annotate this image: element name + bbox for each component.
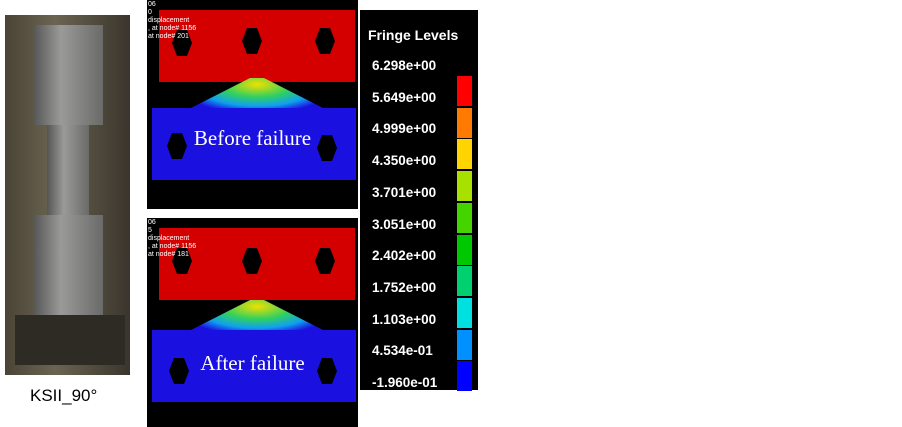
- legend-swatch: [457, 297, 472, 328]
- hole-icon: [169, 358, 189, 384]
- hole-icon: [172, 30, 192, 56]
- specimen-notch: [47, 125, 89, 215]
- legend-swatch: [457, 234, 472, 265]
- hole-icon: [315, 248, 335, 274]
- panel-label: Before failure: [193, 126, 312, 150]
- panel-label: After failure: [200, 351, 305, 375]
- fixture-base: [15, 315, 125, 365]
- legend-level: 1.103e+00: [372, 311, 437, 327]
- legend-level: 2.402e+00: [372, 248, 437, 264]
- photo-caption: KSII_90°: [30, 386, 98, 405]
- hole-icon: [242, 248, 262, 274]
- legend-swatch: [457, 171, 472, 202]
- specimen-photo: [5, 15, 130, 375]
- hole-icon: [242, 28, 262, 54]
- hole-icon: [167, 133, 187, 159]
- legend-level: 4.534e-01: [372, 343, 433, 359]
- sim-before-failure: 06 0 displacement , at node# 1156 at nod…: [147, 0, 358, 209]
- sim-info: 06 0 displacement , at node# 1156 at nod…: [148, 1, 197, 40]
- legend-level: 5.649e+00: [372, 89, 437, 105]
- legend-level: 3.701e+00: [372, 184, 437, 200]
- hole-icon: [317, 135, 337, 161]
- legend-level: 6.298e+00: [372, 58, 437, 73]
- sim-after-failure: 06 5 displacement , at node# 1156 at nod…: [147, 218, 358, 427]
- legend-swatch: [457, 76, 472, 106]
- fringe-neck: [187, 300, 327, 332]
- hole-icon: [172, 248, 192, 274]
- lower-grip: [33, 215, 103, 315]
- legend-title: Fringe Levels: [368, 27, 459, 43]
- sim-info: 06 5 displacement , at node# 1156 at nod…: [148, 219, 197, 258]
- legend-level: 4.350e+00: [372, 153, 437, 169]
- hole-icon: [317, 358, 337, 384]
- legend-swatch: [457, 329, 472, 360]
- legend-swatch: [457, 202, 472, 233]
- fringe-neck: [187, 78, 327, 110]
- hole-icon: [315, 28, 335, 54]
- legend-swatch: [457, 266, 472, 297]
- legend-level: 4.999e+00: [372, 121, 437, 137]
- legend-swatch: [457, 361, 472, 392]
- upper-grip: [33, 25, 103, 125]
- legend-swatch: [457, 139, 472, 170]
- legend-level: 1.752e+00: [372, 279, 437, 295]
- legend-level: 3.051e+00: [372, 216, 437, 232]
- legend-level: -1.960e-01: [372, 375, 438, 390]
- fringe-legend: Fringe Levels 6.298e+00 5.649e+00 4.999e+0…: [360, 10, 478, 392]
- legend-swatch: [457, 107, 472, 138]
